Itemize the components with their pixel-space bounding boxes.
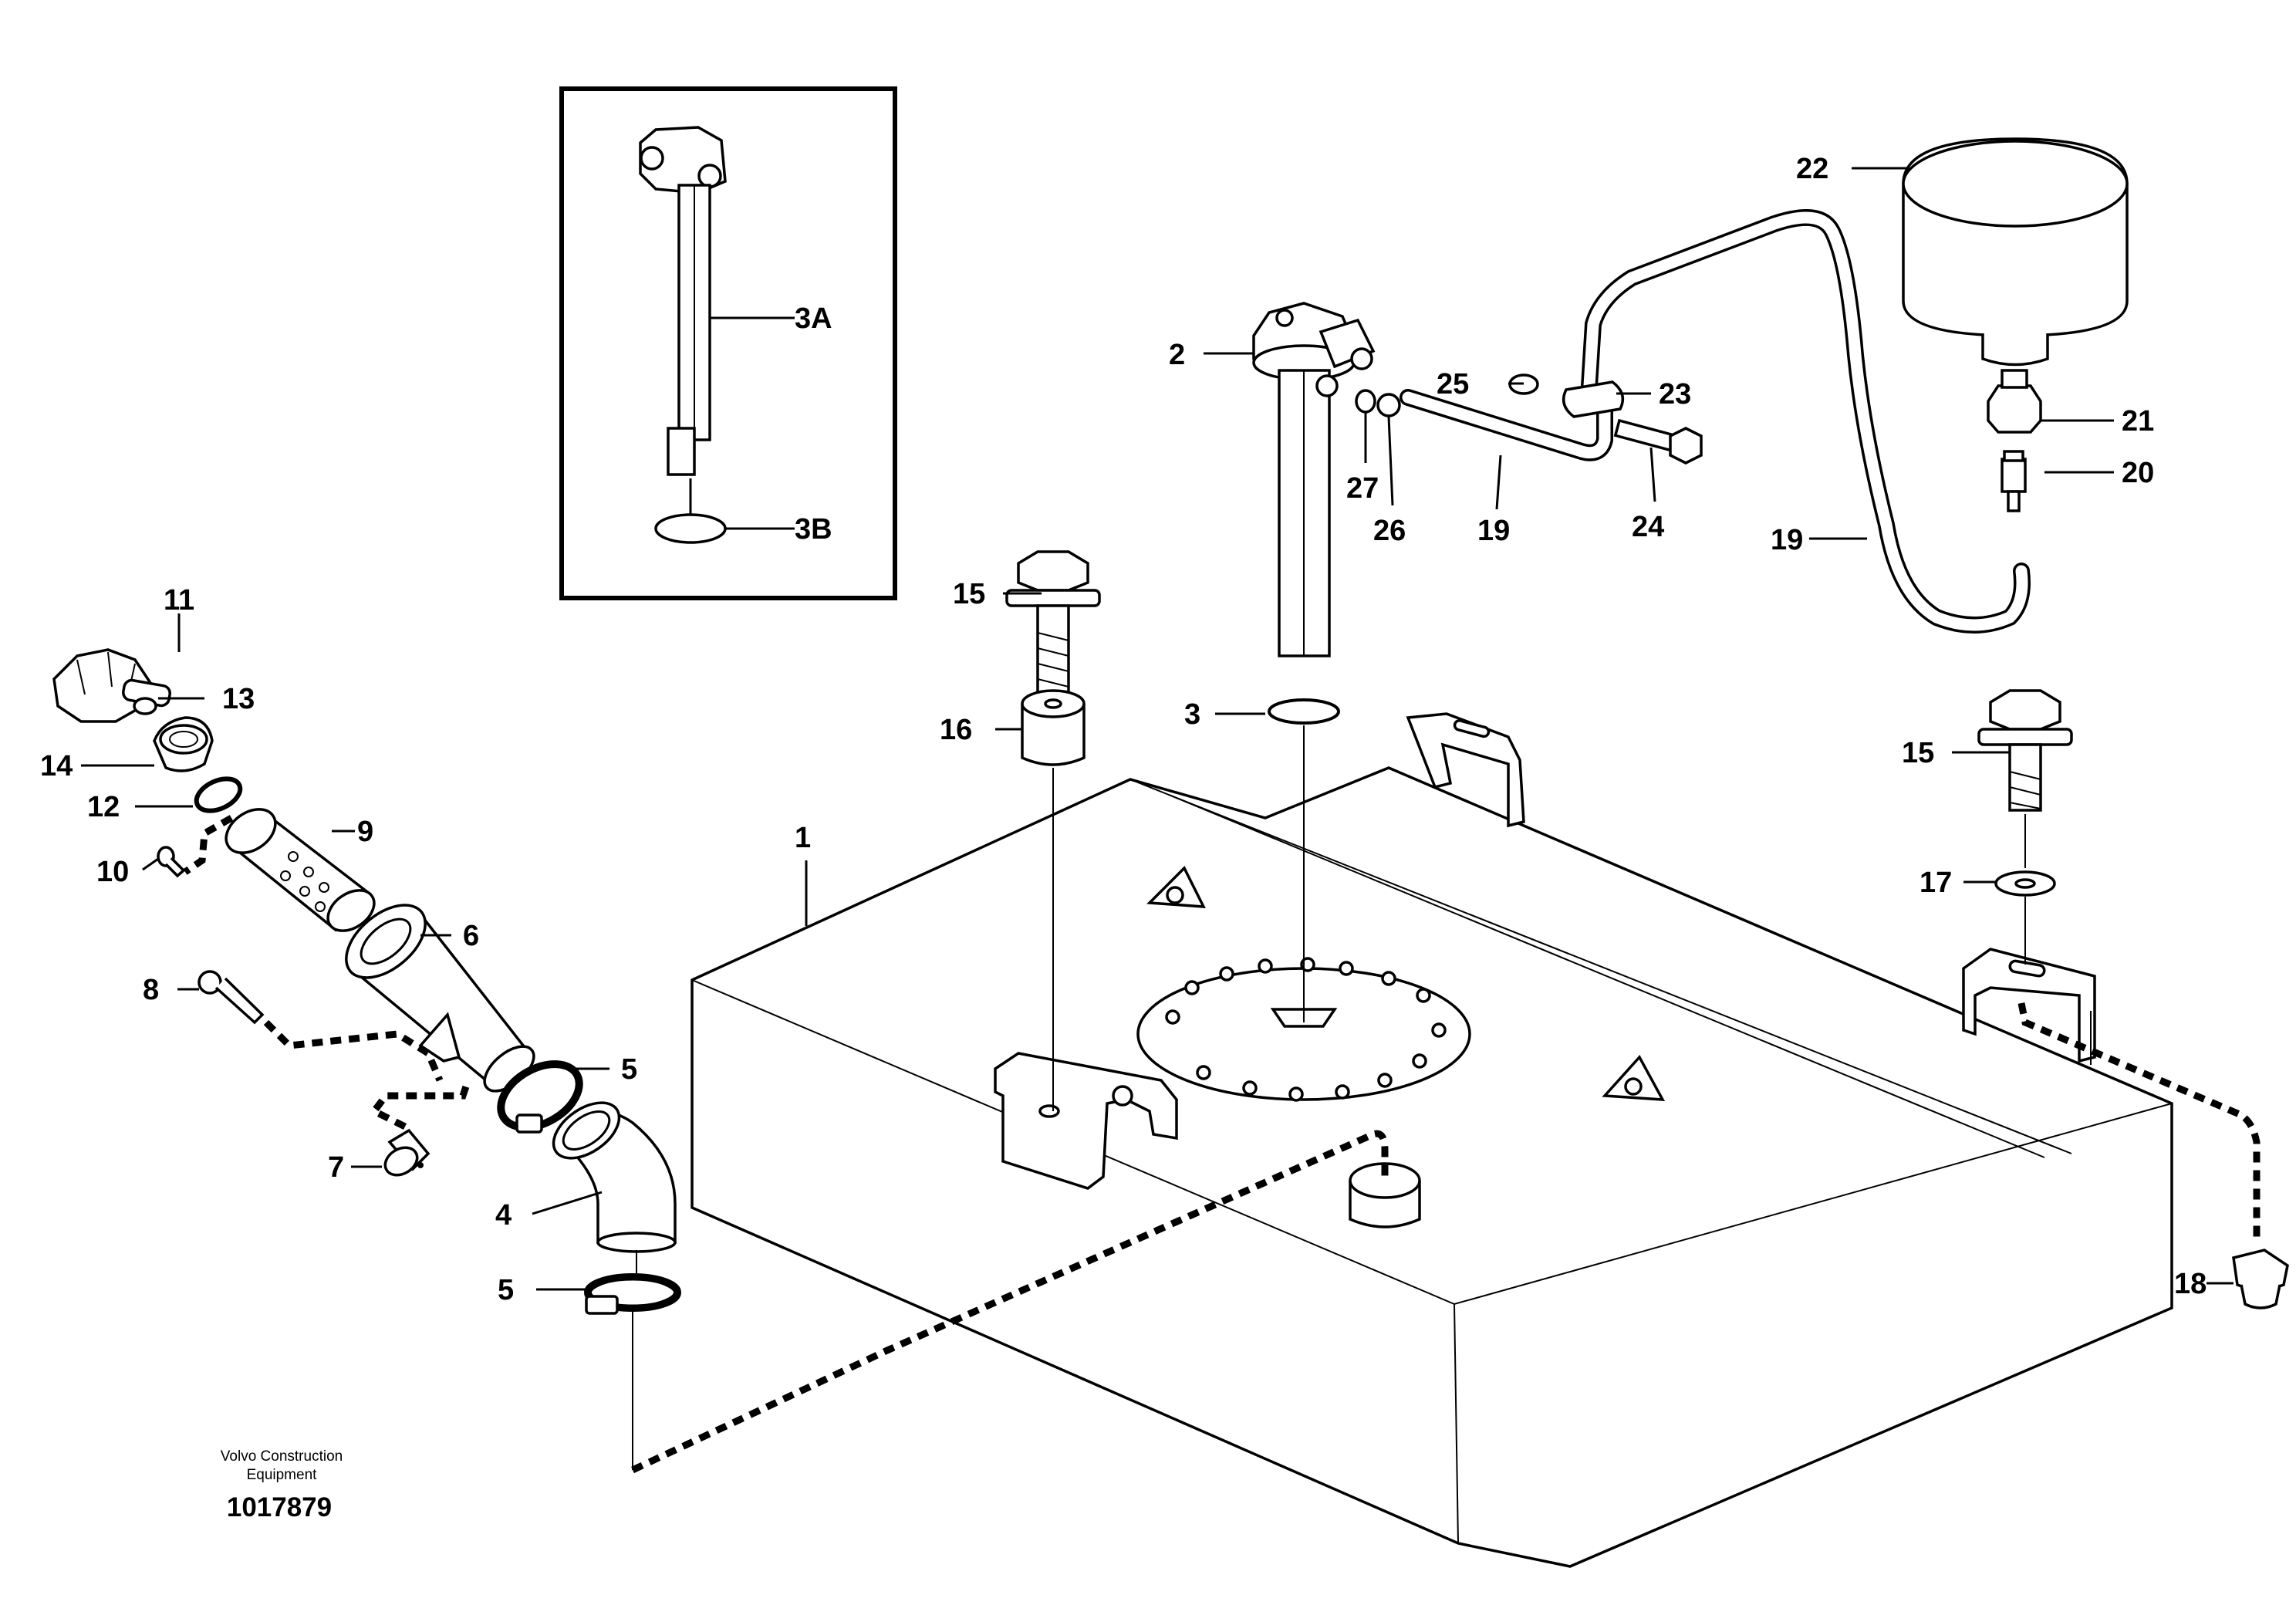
part-15-bolt-center xyxy=(1005,550,1101,711)
callout-3A: 3A xyxy=(795,302,832,335)
callout-4: 4 xyxy=(495,1199,512,1232)
leader-lines xyxy=(81,167,2234,1291)
callout-7: 7 xyxy=(328,1151,344,1184)
part-8-bolt xyxy=(198,970,265,1025)
callout-23: 23 xyxy=(1659,378,1691,411)
callout-13: 13 xyxy=(222,683,255,715)
right-mount-bracket xyxy=(1962,948,2096,1063)
part-12-gasket xyxy=(194,776,243,813)
part-3A-sender xyxy=(639,126,727,476)
callout-26: 26 xyxy=(1373,515,1406,547)
part-22-breather xyxy=(1902,137,2129,367)
callout-17: 17 xyxy=(1920,867,1952,899)
inset-box xyxy=(559,86,897,600)
callout-22: 22 xyxy=(1796,153,1828,185)
callout-5-lower: 5 xyxy=(498,1274,514,1306)
callout-27: 27 xyxy=(1346,472,1379,505)
part-20-nipple xyxy=(2001,450,2027,512)
callout-25: 25 xyxy=(1437,368,1469,400)
part-7-spacer xyxy=(383,1128,430,1177)
part-9-strainer xyxy=(225,808,376,932)
callout-labels: 3A 3B 1 2 3 4 5 5 6 7 8 9 10 11 12 13 14… xyxy=(40,153,2207,1306)
part-15-bolt-right xyxy=(1977,689,2073,812)
callout-15-right: 15 xyxy=(1902,737,1934,769)
callout-12: 12 xyxy=(87,791,120,823)
part-3B-oring xyxy=(654,513,727,544)
callout-3: 3 xyxy=(1184,698,1200,731)
callout-2: 2 xyxy=(1169,339,1185,371)
part-10-screw xyxy=(157,846,186,878)
part-16-spacer xyxy=(1021,689,1086,766)
part-3-oring xyxy=(1268,698,1340,725)
callout-10: 10 xyxy=(96,856,129,888)
callout-19-long: 19 xyxy=(1771,524,1803,556)
company-name-line1: Volvo Construction xyxy=(221,1448,343,1465)
part-23-clamp xyxy=(1562,380,1625,418)
callout-21: 21 xyxy=(2122,405,2154,438)
part-5-hose-clamp-lower xyxy=(584,1273,681,1315)
callout-24: 24 xyxy=(1632,511,1664,543)
part-26-plug xyxy=(1376,393,1401,417)
drawing-number: 1017879 xyxy=(227,1492,332,1522)
part-27-washer xyxy=(1355,389,1376,414)
part-18-nut xyxy=(2232,1249,2289,1309)
filler-tube-tab xyxy=(418,1012,461,1063)
callout-6: 6 xyxy=(463,920,479,952)
callout-18: 18 xyxy=(2174,1268,2207,1300)
callout-19-short: 19 xyxy=(1477,515,1510,547)
part-21-adapter xyxy=(1987,369,2042,434)
callout-9: 9 xyxy=(357,816,373,848)
callout-3B: 3B xyxy=(795,513,832,546)
part-4-elbow-hose xyxy=(552,1101,677,1253)
part-5-hose-clamp-upper xyxy=(497,1060,583,1134)
callout-11: 11 xyxy=(164,584,194,617)
company-name-line2: Equipment xyxy=(247,1467,318,1483)
callout-8: 8 xyxy=(143,974,159,1006)
part-2-level-sender xyxy=(1252,302,1376,657)
callout-1: 1 xyxy=(795,822,811,854)
callout-16: 16 xyxy=(940,714,972,746)
part-14-adapter xyxy=(153,716,214,772)
callout-20: 20 xyxy=(2122,457,2154,489)
part-13-seal xyxy=(133,697,157,715)
part-11-filler-cap xyxy=(52,648,171,723)
callout-15-center: 15 xyxy=(953,578,985,610)
tank-mount-bracket xyxy=(994,1052,1178,1190)
part-1-fuel-tank xyxy=(690,712,2173,1568)
footer: Volvo Construction Equipment 1017879 xyxy=(221,1448,343,1522)
part-24-bolt xyxy=(1613,418,1703,465)
callout-14: 14 xyxy=(40,750,73,782)
callout-5-upper: 5 xyxy=(621,1053,637,1086)
